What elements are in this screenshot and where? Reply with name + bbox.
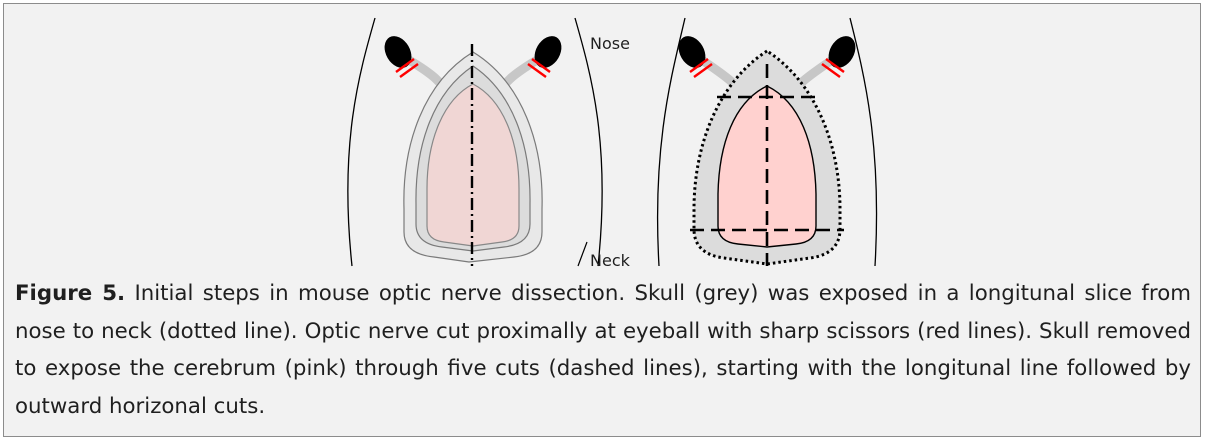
neck-label: Neck — [590, 251, 631, 270]
figure-box: Nose Neck Figure 5. Initial steps in mou… — [3, 3, 1201, 437]
dissection-diagram: Nose Neck — [4, 4, 1202, 279]
left-head-outline-left — [348, 18, 375, 266]
nose-label: Nose — [590, 34, 630, 53]
caption-text: Initial steps in mouse optic nerve disse… — [15, 281, 1191, 419]
caption-label: Figure 5. — [15, 281, 125, 306]
neck-pointer-line — [578, 242, 587, 266]
left-panel — [348, 18, 602, 266]
right-head-outline-right — [850, 18, 877, 266]
left-head-outline-right — [575, 18, 602, 266]
right-panel — [658, 18, 877, 266]
figure-caption: Figure 5. Initial steps in mouse optic n… — [15, 275, 1191, 425]
